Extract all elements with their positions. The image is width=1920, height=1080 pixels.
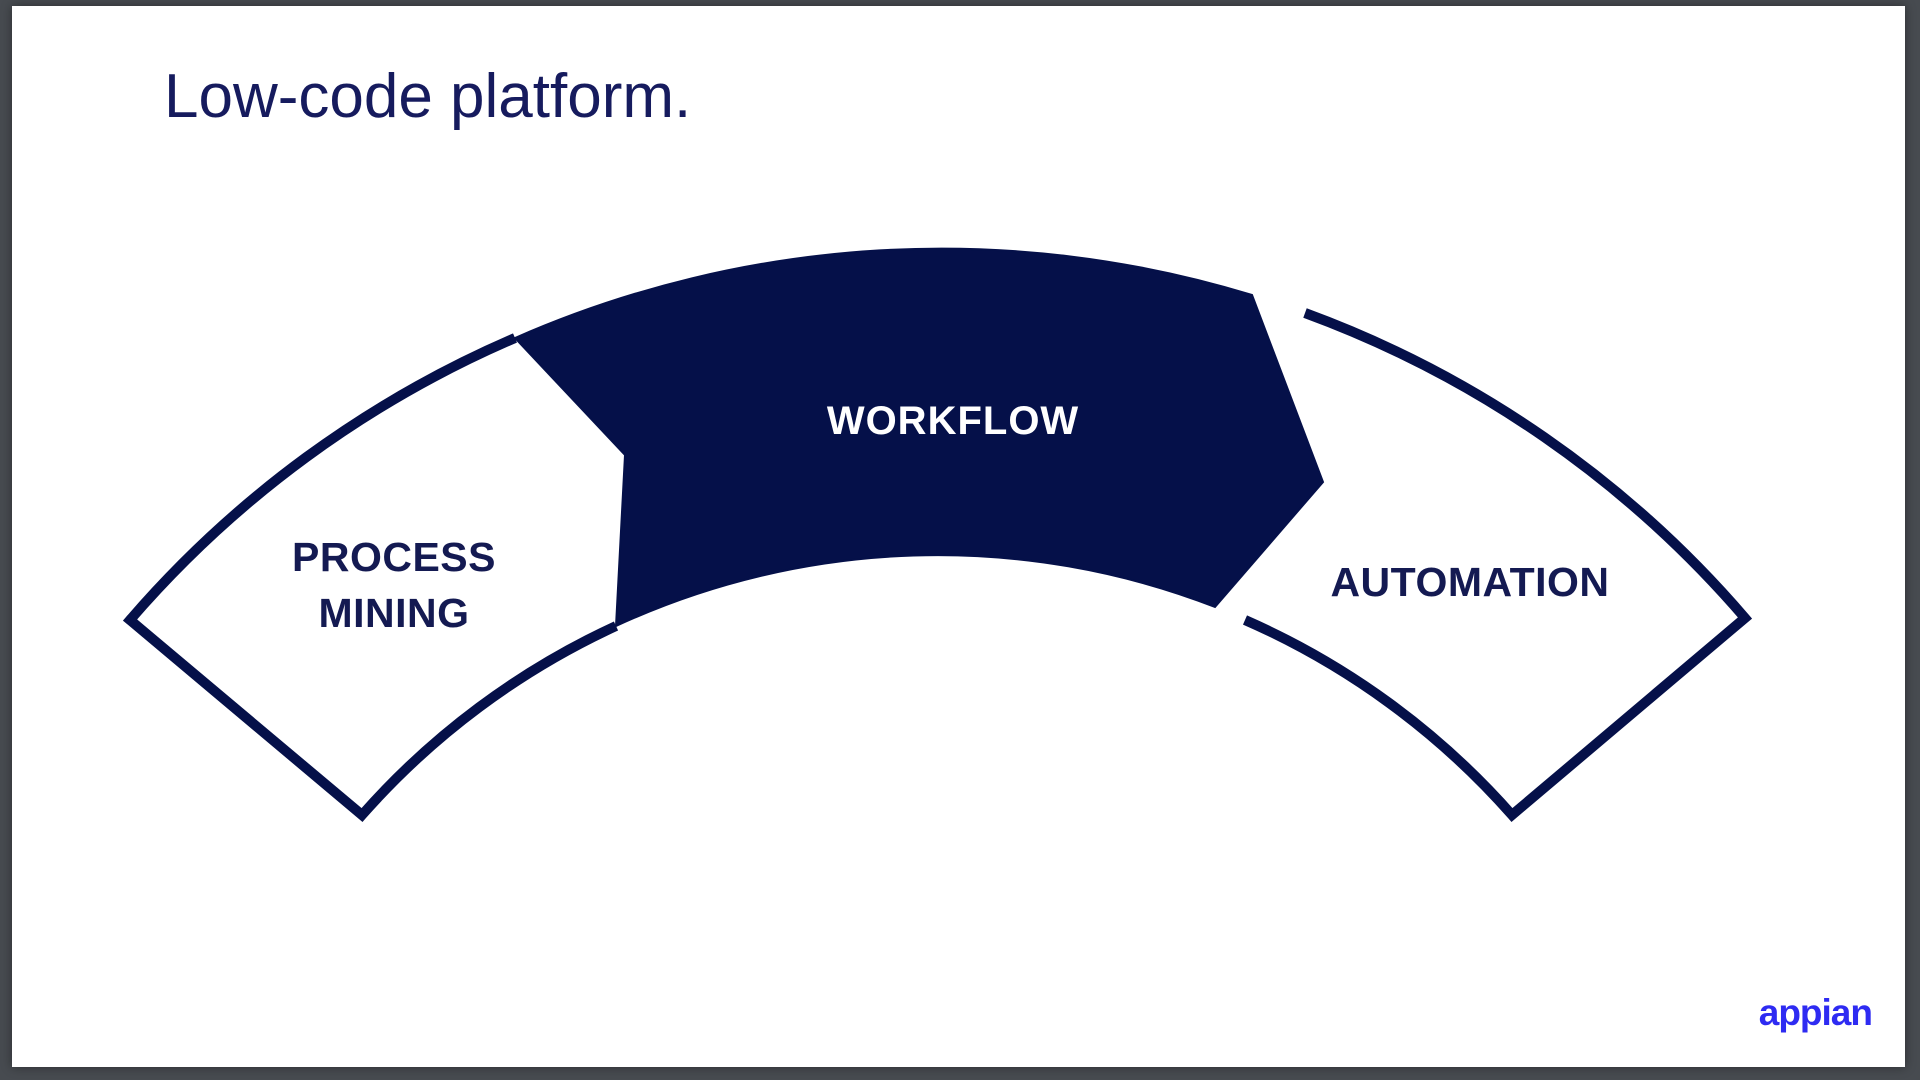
segment-automation-shape	[1245, 313, 1745, 815]
segment-process-mining-outline	[122, 333, 619, 822]
slide-title: Low-code platform.	[164, 62, 692, 131]
appian-logo: appian	[1758, 992, 1873, 1033]
label-workflow: WORKFLOW	[827, 399, 1079, 443]
slide-canvas: Low-code platform. PROCESS MINING WORKFL…	[12, 6, 1905, 1067]
label-process-mining-line1: PROCESS	[292, 534, 496, 580]
segment-process-mining-shape	[130, 338, 625, 815]
segment-automation-outline	[1242, 308, 1753, 822]
segment-workflow-shape	[513, 247, 1325, 628]
label-process-mining-line2: MINING	[318, 590, 469, 636]
label-automation: AUTOMATION	[1330, 559, 1609, 605]
